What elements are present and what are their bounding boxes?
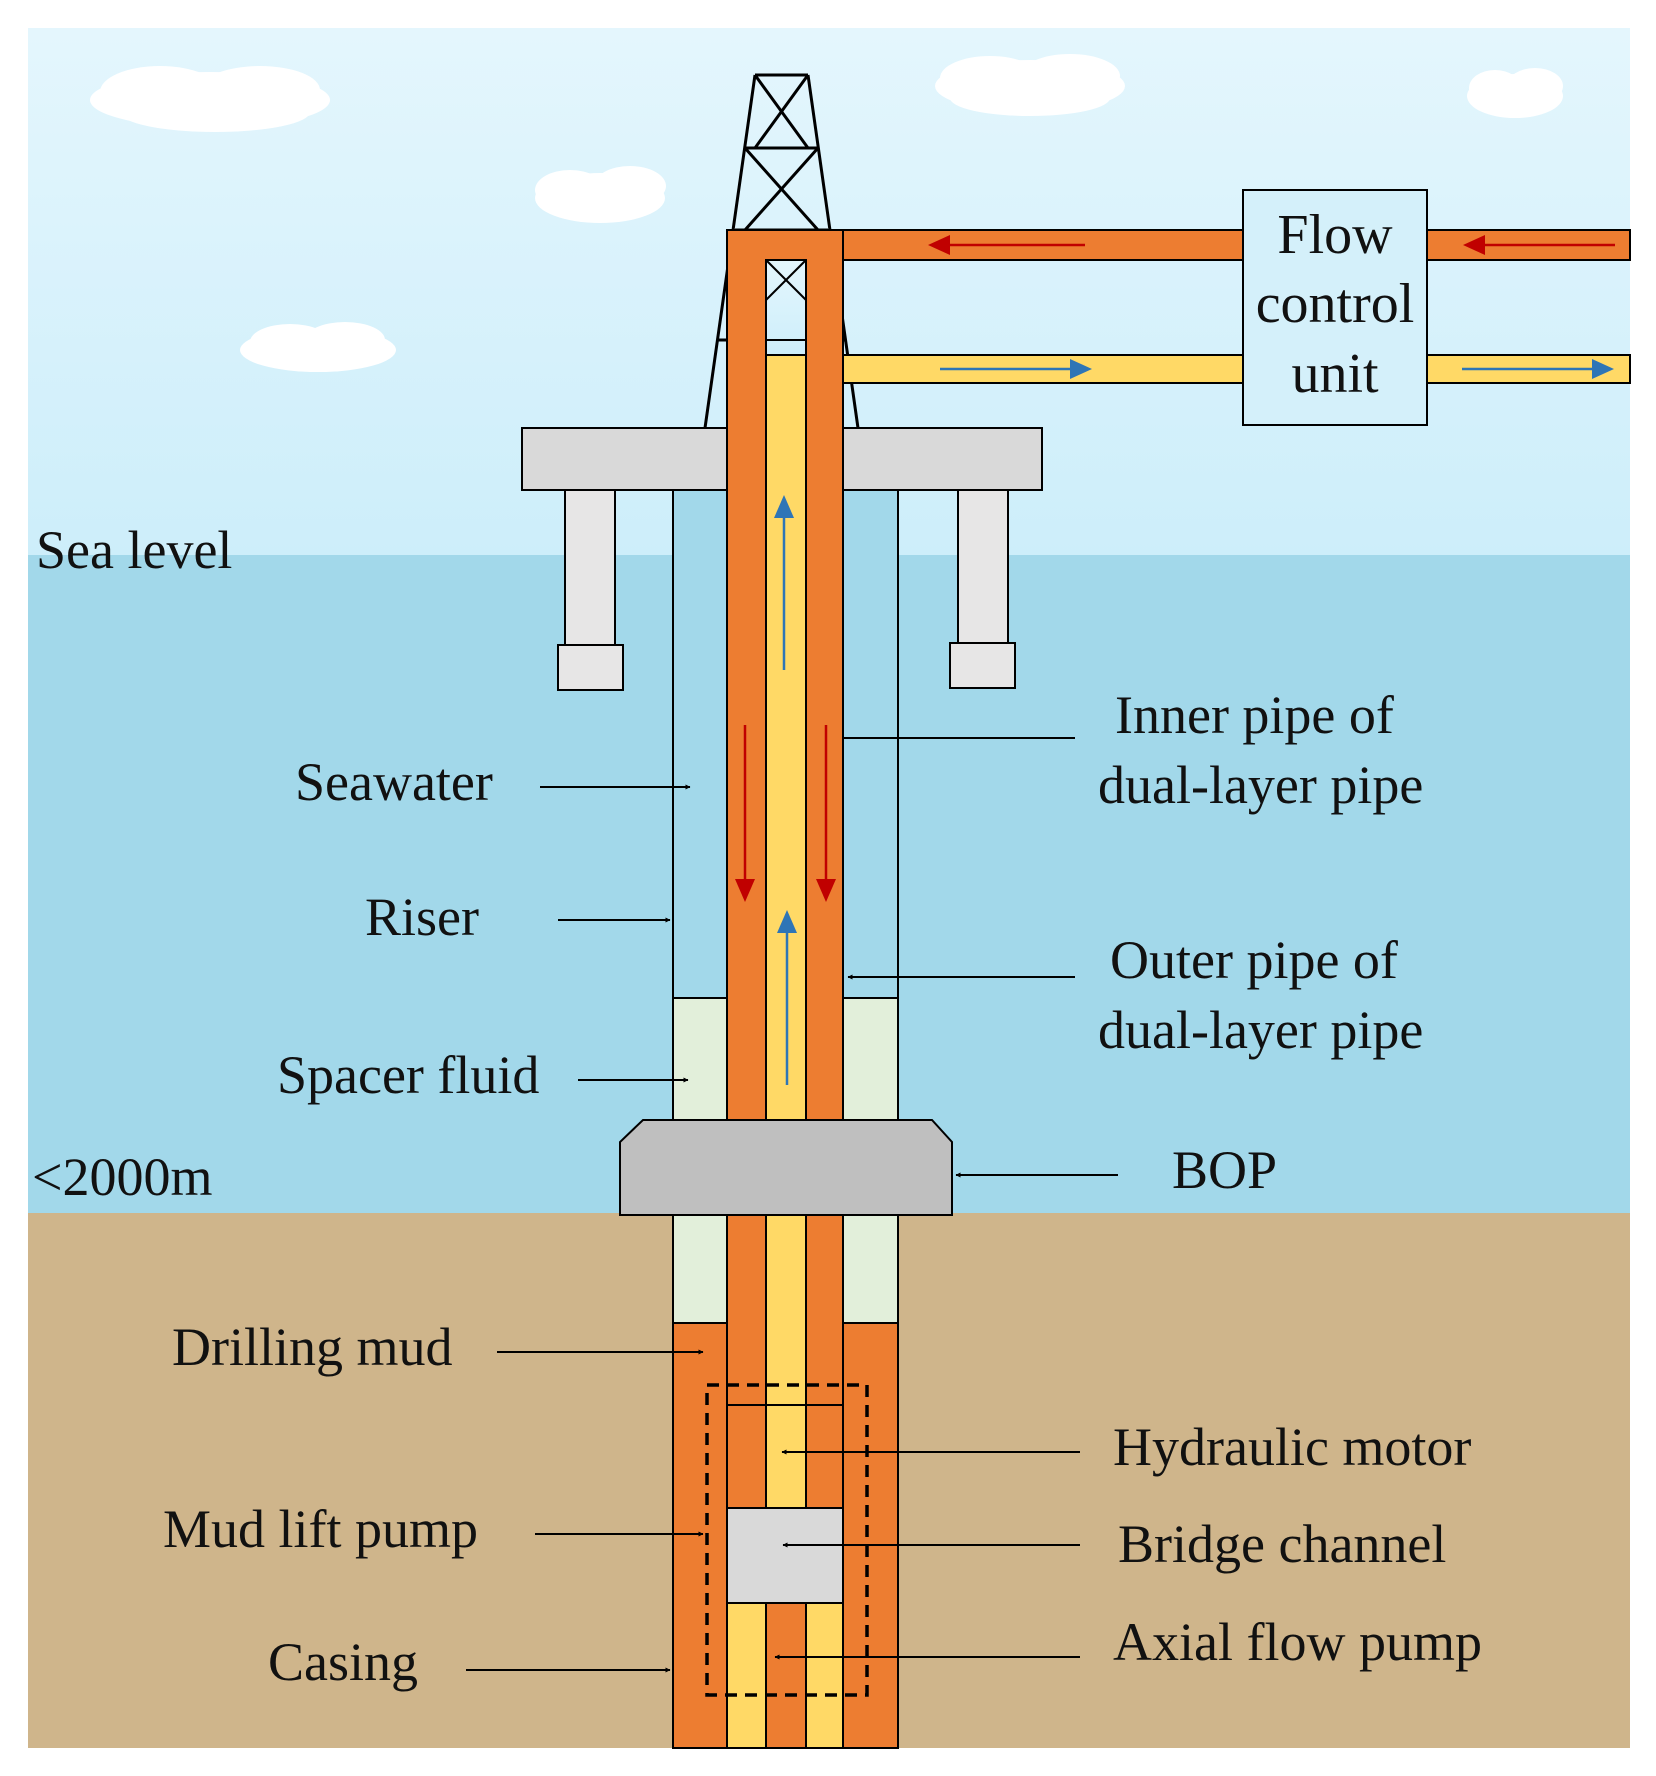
axial-flow-pump-center bbox=[765, 1602, 807, 1749]
hydraulic-motor-label: Hydraulic motor bbox=[1113, 1417, 1471, 1477]
outer-pipe-label-line1: Outer pipe of bbox=[1110, 930, 1398, 990]
inner-pipe-label-line2: dual-layer pipe bbox=[1098, 755, 1423, 815]
sea-level-label: Sea level bbox=[36, 520, 232, 580]
seawater-label: Seawater bbox=[295, 752, 493, 812]
cloud-icon bbox=[535, 166, 666, 223]
flow-control-unit-box bbox=[1242, 189, 1428, 426]
bridge-channel-block bbox=[726, 1507, 844, 1604]
spacer-fluid-label: Spacer fluid bbox=[277, 1045, 539, 1105]
platform-foot-left bbox=[557, 644, 624, 691]
axial-flow-pump-label: Axial flow pump bbox=[1113, 1612, 1482, 1672]
cloud-icon bbox=[90, 66, 330, 132]
inner-pipe-label-line1: Inner pipe of bbox=[1115, 685, 1394, 745]
flow-control-unit-line2: control bbox=[1256, 273, 1415, 335]
drilling-mud-label: Drilling mud bbox=[172, 1317, 453, 1377]
riser-label: Riser bbox=[365, 887, 479, 947]
mud-lift-pump-outline bbox=[705, 1383, 869, 1697]
mud-lift-pump-label: Mud lift pump bbox=[163, 1499, 478, 1559]
flow-arrows bbox=[735, 235, 1615, 1085]
axial-flow-pump-right bbox=[805, 1602, 844, 1749]
platform-leg-left bbox=[564, 489, 616, 646]
bridge-channel-label: Bridge channel bbox=[1118, 1514, 1446, 1574]
cloud-icon bbox=[1467, 68, 1563, 118]
platform-foot-right bbox=[949, 642, 1016, 689]
flow-control-unit-line1: Flow bbox=[1277, 204, 1393, 266]
bop-label: BOP bbox=[1172, 1140, 1277, 1200]
inner-pipe-downhole bbox=[765, 1212, 807, 1509]
casing-label: Casing bbox=[268, 1632, 418, 1692]
flow-control-unit-line3: unit bbox=[1291, 343, 1379, 405]
axial-flow-pump-left bbox=[726, 1602, 767, 1749]
outer-pipe-label-line2: dual-layer pipe bbox=[1098, 1000, 1423, 1060]
bop-block bbox=[619, 1119, 953, 1216]
leader-lines bbox=[466, 737, 1118, 1673]
cloud-icon bbox=[935, 54, 1125, 116]
platform-leg-right bbox=[957, 489, 1009, 646]
depth-label: <2000m bbox=[32, 1147, 212, 1207]
cloud-icon bbox=[240, 322, 396, 372]
